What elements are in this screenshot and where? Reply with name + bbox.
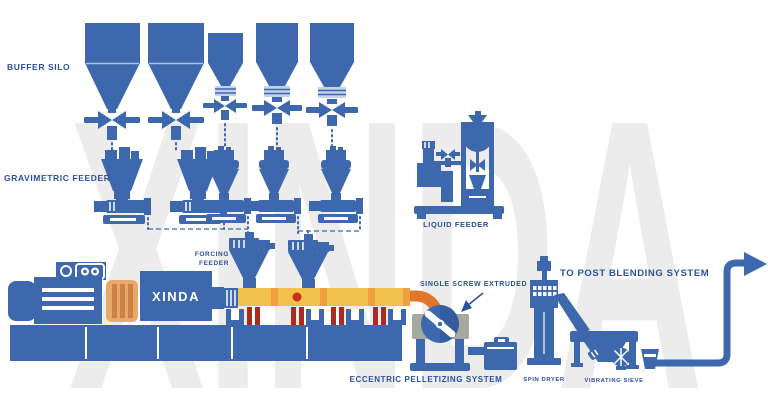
base-platform	[10, 325, 402, 361]
silo-4	[252, 23, 302, 149]
gravimetric-feeder-3	[197, 146, 251, 235]
buffer-silos	[84, 23, 358, 152]
spin-dryer-label: SPIN DRYER	[523, 377, 564, 383]
extruder-barrel	[226, 288, 410, 325]
dryer-chute	[554, 293, 590, 334]
pelletizer	[410, 290, 517, 371]
single-screw-label: SINGLE SCREW EXTRUDED	[420, 281, 527, 288]
flow-arrow-icon	[744, 252, 767, 276]
indicator-dot	[292, 292, 302, 302]
vibrating-sieve-label: VIBRATING SIEVE	[584, 378, 643, 384]
motor-end-cap	[8, 281, 36, 321]
gravimetric-feeders	[94, 146, 363, 238]
single-screw-arrow	[461, 292, 484, 312]
gearbox	[140, 271, 212, 321]
forcing-feeder-label-line2: FEEDER	[199, 260, 229, 267]
buffer-silo-label: BUFFER SILO	[7, 62, 70, 72]
gravimetric-feeder-1	[94, 147, 151, 230]
sieve-spout	[587, 344, 605, 360]
barrel-supports	[226, 307, 406, 325]
collection-tank	[484, 337, 517, 370]
forcing-feeder-label-line1: FORCING	[195, 251, 229, 258]
labels: BUFFER SILO GRAVIMETRIC FEEDER FORCING F…	[4, 62, 709, 384]
forcing-feeder-2	[288, 234, 334, 290]
silo-1	[84, 23, 140, 152]
gearbox-brand-label: XINDA	[152, 289, 200, 304]
gravimetric-feeder-4	[247, 146, 301, 234]
silo-5	[306, 23, 358, 149]
eccentric-pelletizing-label: ECCENTRIC PELLETIZING SYSTEM	[350, 375, 503, 384]
motor-gauge-icon	[60, 265, 72, 277]
post-blending-label: TO POST BLENDING SYSTEM	[560, 268, 709, 279]
forcing-feeder-1	[229, 232, 275, 289]
spin-dryer	[527, 256, 590, 365]
extruder-drive: XINDA	[8, 262, 238, 324]
liquid-feeder-pump	[417, 141, 462, 202]
transfer-pipe	[652, 252, 767, 367]
gravimetric-feeder-5	[309, 146, 363, 232]
gravimetric-feeder-label: GRAVIMETRIC FEEDER	[4, 173, 111, 183]
forcing-feeders	[229, 232, 334, 290]
liquid-feeder-label: LIQUID FEEDER	[423, 220, 489, 229]
liquid-feeder	[414, 111, 504, 219]
silo-2	[148, 23, 204, 152]
silo-3	[203, 33, 247, 149]
vibrating-sieve	[570, 331, 659, 370]
